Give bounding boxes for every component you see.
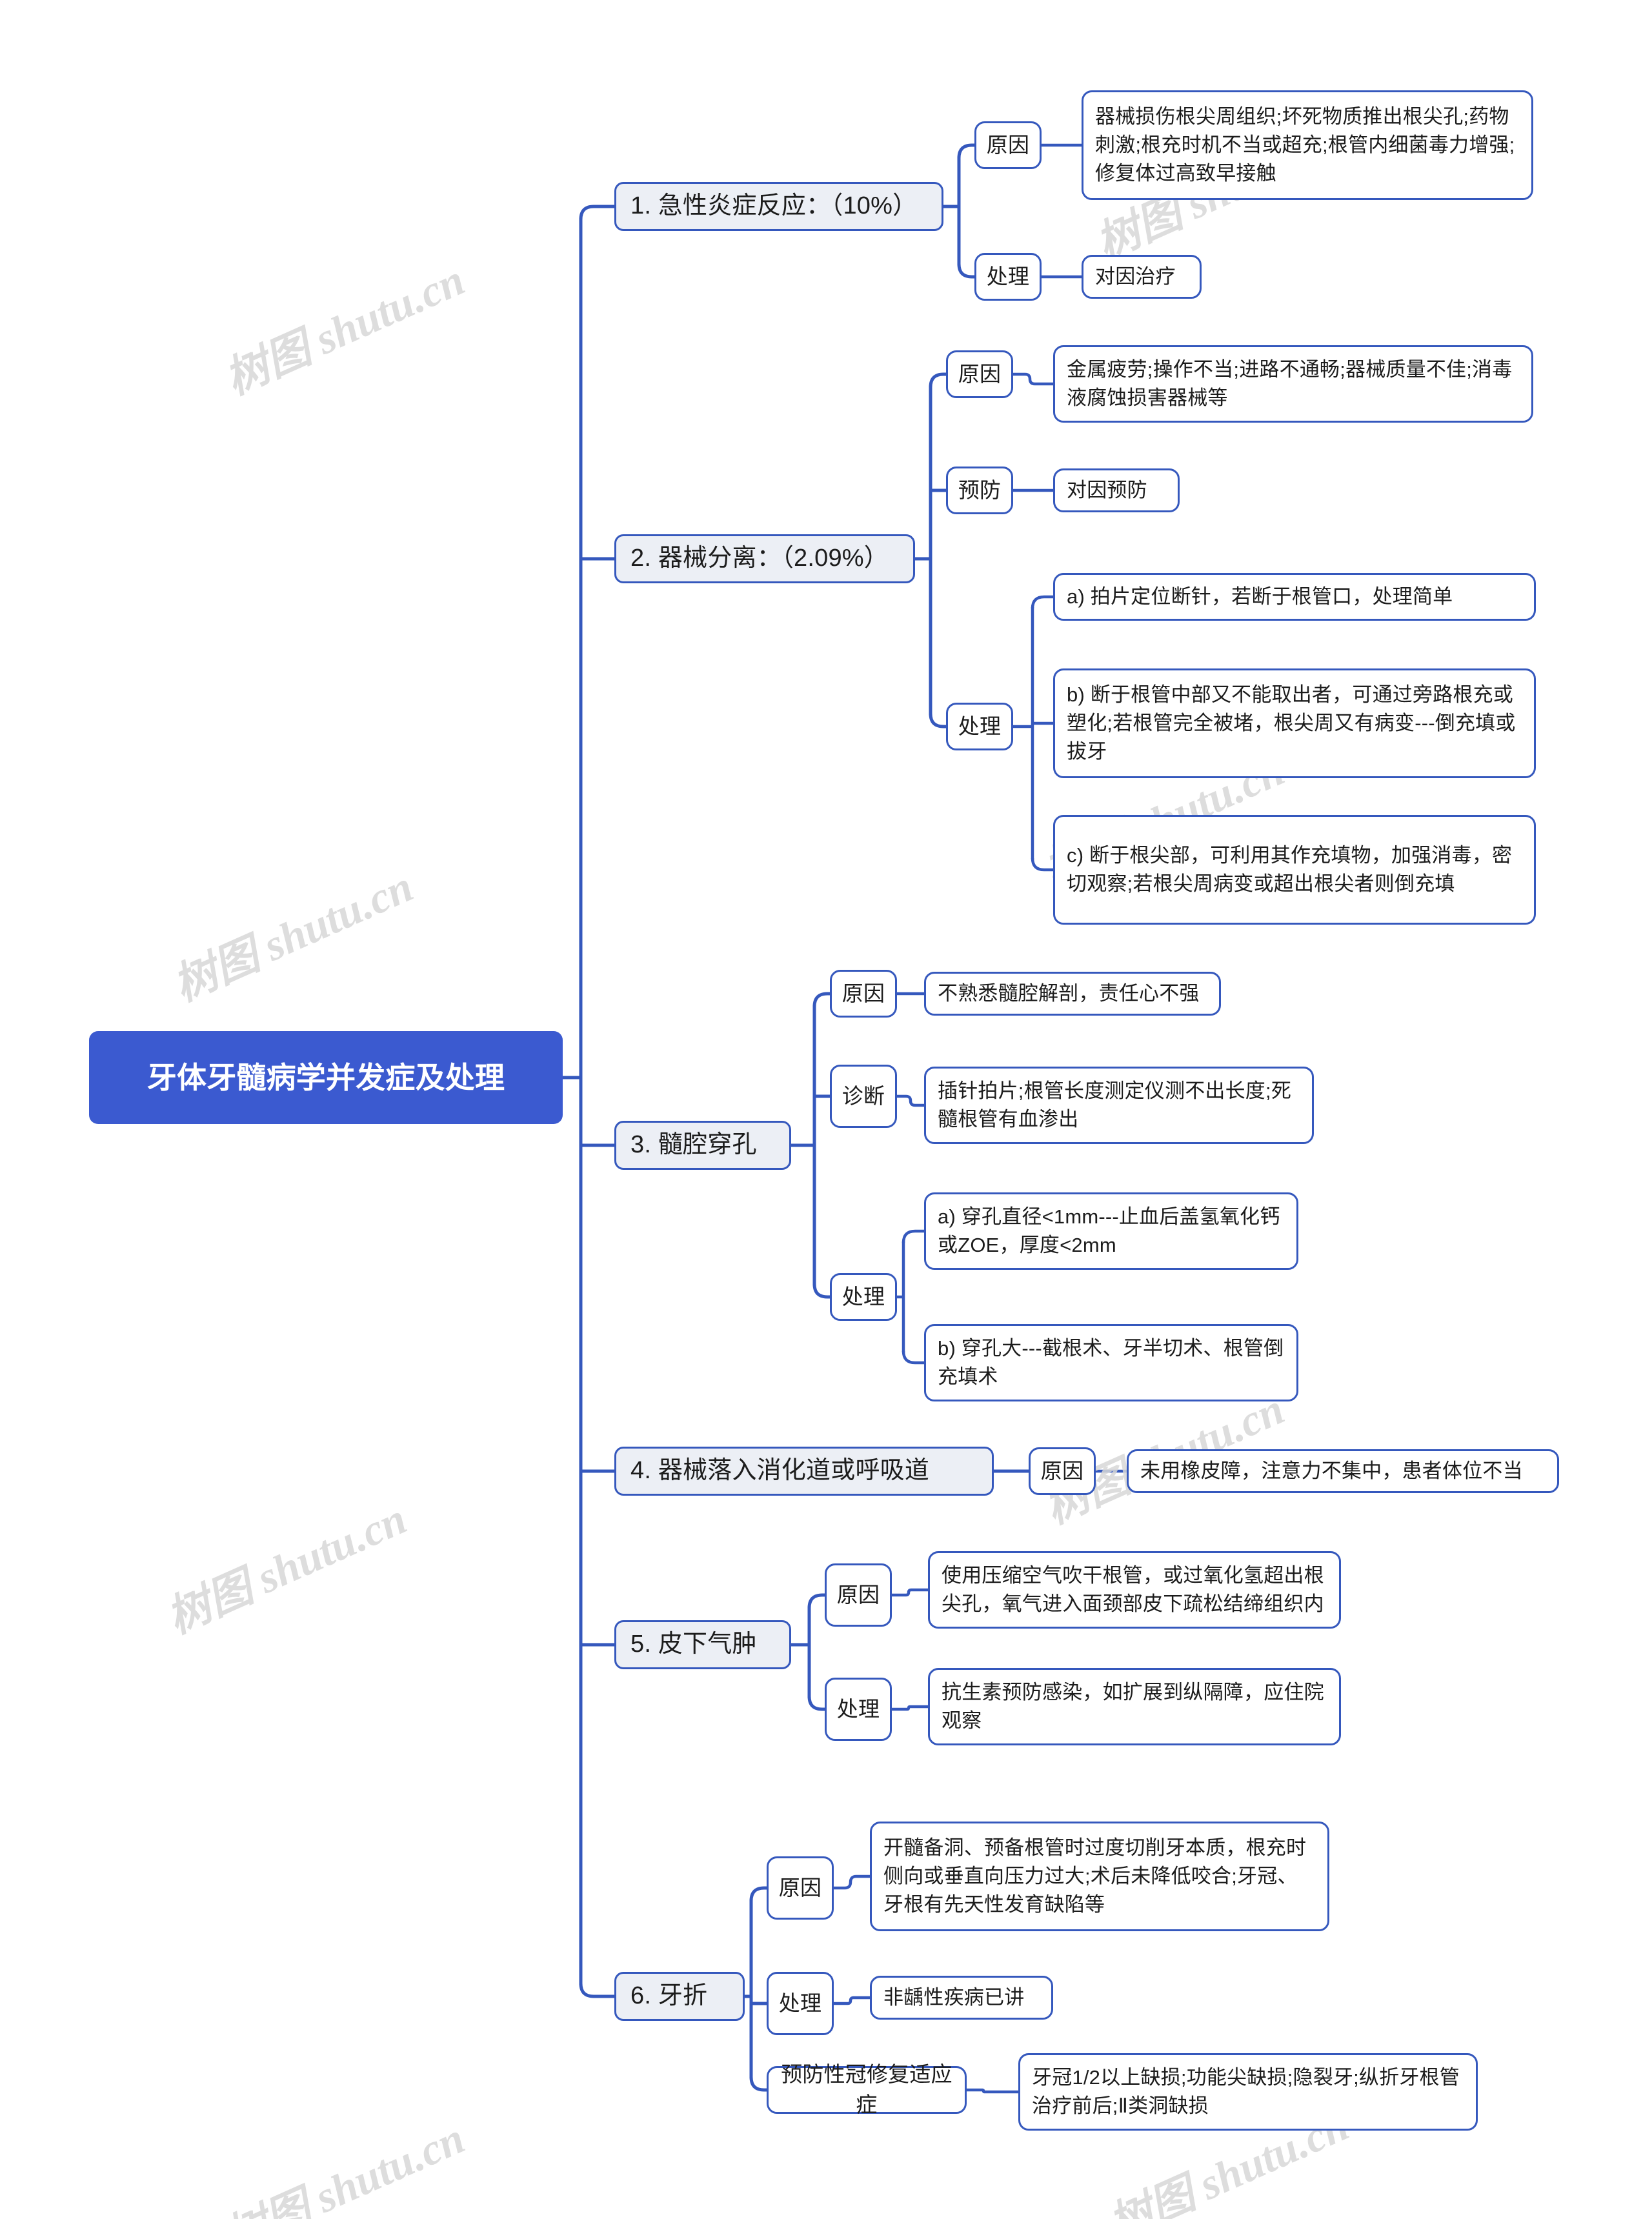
detail-node-label: 插针拍片;根管长度测定仪测不出长度;死髓根管有血渗出: [938, 1079, 1292, 1130]
category-node[interactable]: 原因: [830, 970, 897, 1018]
category-node-label: 原因: [986, 132, 1030, 157]
root-node[interactable]: 牙体牙髓病学并发症及处理: [89, 1031, 563, 1124]
detail-node[interactable]: 未用橡皮障，注意力不集中，患者体位不当: [1127, 1449, 1559, 1493]
branch-node[interactable]: 2. 器械分离：（2.09%）: [614, 534, 915, 583]
detail-node-label: 牙冠1/2以上缺损;功能尖缺损;隐裂牙;纵折牙根管治疗前后;Ⅱ类洞缺损: [1032, 2065, 1460, 2117]
detail-node-label: 开髓备洞、预备根管时过度切削牙本质，根充时侧向或垂直向压力过大;术后未降低咬合;…: [883, 1836, 1307, 1916]
detail-node-label: c) 断于根尖部，可利用其作充填物，加强消毒，密切观察;若根尖周病变或超出根尖者…: [1067, 843, 1513, 895]
detail-node[interactable]: 器械损伤根尖周组织;坏死物质推出根尖孔;药物刺激;根充时机不当或超充;根管内细菌…: [1082, 90, 1533, 200]
detail-node-label: 对因治疗: [1095, 265, 1176, 288]
detail-node-label: 对因预防: [1067, 479, 1147, 501]
detail-node[interactable]: 对因预防: [1053, 468, 1180, 512]
detail-node[interactable]: 开髓备洞、预备根管时过度切削牙本质，根充时侧向或垂直向压力过大;术后未降低咬合;…: [870, 1822, 1329, 1931]
branch-node[interactable]: 1. 急性炎症反应：（10%）: [614, 182, 943, 231]
detail-node[interactable]: 插针拍片;根管长度测定仪测不出长度;死髓根管有血渗出: [924, 1067, 1314, 1144]
detail-node[interactable]: 对因治疗: [1082, 255, 1202, 299]
category-node[interactable]: 处理: [974, 253, 1042, 301]
detail-node-label: 不熟悉髓腔解剖，责任心不强: [938, 982, 1200, 1005]
category-node[interactable]: 处理: [946, 703, 1013, 750]
detail-node[interactable]: 使用压缩空气吹干根管，或过氧化氢超出根尖孔，氧气进入面颈部皮下疏松结缔组织内: [928, 1551, 1341, 1629]
branch-node[interactable]: 4. 器械落入消化道或呼吸道: [614, 1447, 994, 1496]
branch-node-label: 3. 髓腔穿孔: [630, 1131, 757, 1159]
branch-node-label: 2. 器械分离：（2.09%）: [630, 545, 889, 572]
branch-node[interactable]: 5. 皮下气肿: [614, 1620, 791, 1669]
category-node[interactable]: 原因: [825, 1563, 892, 1627]
branch-node-label: 6. 牙折: [630, 1982, 708, 2010]
category-node-label: 原因: [841, 981, 885, 1005]
category-node[interactable]: 原因: [1029, 1447, 1096, 1495]
detail-node-label: b) 穿孔大---截根术、牙半切术、根管倒充填术: [938, 1336, 1284, 1388]
detail-node[interactable]: 牙冠1/2以上缺损;功能尖缺损;隐裂牙;纵折牙根管治疗前后;Ⅱ类洞缺损: [1018, 2053, 1478, 2131]
detail-node-label: a) 穿孔直径<1mm---止血后盖氢氧化钙或ZOE，厚度<2mm: [938, 1205, 1280, 1256]
branch-node-label: 4. 器械落入消化道或呼吸道: [630, 1457, 930, 1485]
category-node[interactable]: 预防性冠修复适应症: [767, 2062, 967, 2116]
root-node-label: 牙体牙髓病学并发症及处理: [146, 1060, 505, 1094]
category-node-label: 预防: [958, 477, 1002, 502]
category-node[interactable]: 处理: [825, 1678, 892, 1741]
category-node[interactable]: 处理: [830, 1273, 897, 1321]
branch-node[interactable]: 3. 髓腔穿孔: [614, 1121, 791, 1170]
detail-node-label: b) 断于根管中部又不能取出者，可通过旁路根充或塑化;若根管完全被堵，根尖周又有…: [1067, 683, 1516, 763]
detail-node[interactable]: 抗生素预防感染，如扩展到纵隔障，应住院观察: [928, 1668, 1341, 1745]
branch-node-label: 5. 皮下气肿: [630, 1631, 757, 1658]
detail-node-label: 金属疲劳;操作不当;进路不通畅;器械质量不佳;消毒液腐蚀损害器械等: [1067, 357, 1513, 409]
detail-node[interactable]: b) 穿孔大---截根术、牙半切术、根管倒充填术: [924, 1324, 1298, 1401]
detail-node-label: 器械损伤根尖周组织;坏死物质推出根尖孔;药物刺激;根充时机不当或超充;根管内细菌…: [1095, 105, 1515, 185]
detail-node[interactable]: c) 断于根尖部，可利用其作充填物，加强消毒，密切观察;若根尖周病变或超出根尖者…: [1053, 815, 1536, 925]
detail-node-label: a) 拍片定位断针，若断于根管口，处理简单: [1067, 585, 1453, 608]
watermark-text: 树图 shutu.cn: [217, 2113, 472, 2219]
category-node-label: 处理: [958, 714, 1002, 738]
detail-node[interactable]: a) 拍片定位断针，若断于根管口，处理简单: [1053, 573, 1536, 621]
category-node-label: 原因: [836, 1582, 880, 1607]
category-node-label: 原因: [778, 1875, 822, 1900]
detail-node[interactable]: 非龋性疾病已讲: [870, 1976, 1053, 2020]
category-node[interactable]: 处理: [767, 1972, 834, 2035]
category-node-label: 处理: [778, 1991, 822, 2015]
watermark-text: 树图 shutu.cn: [159, 1494, 414, 1643]
category-node[interactable]: 预防: [946, 467, 1013, 514]
watermark-text: 树图 shutu.cn: [166, 861, 420, 1010]
branch-node[interactable]: 6. 牙折: [614, 1972, 745, 2021]
category-node[interactable]: 原因: [767, 1856, 834, 1920]
watermark-text: 树图 shutu.cn: [217, 255, 472, 404]
detail-node-label: 使用压缩空气吹干根管，或过氧化氢超出根尖孔，氧气进入面颈部皮下疏松结缔组织内: [942, 1563, 1324, 1615]
category-node-label: 原因: [958, 361, 1002, 386]
category-node-label: 处理: [841, 1284, 885, 1309]
category-node-label: 预防性冠修复适应症: [781, 2062, 952, 2116]
detail-node[interactable]: b) 断于根管中部又不能取出者，可通过旁路根充或塑化;若根管完全被堵，根尖周又有…: [1053, 668, 1536, 778]
detail-node-label: 非龋性疾病已讲: [883, 1986, 1025, 2009]
detail-node[interactable]: 金属疲劳;操作不当;进路不通畅;器械质量不佳;消毒液腐蚀损害器械等: [1053, 345, 1533, 423]
category-node-label: 诊断: [841, 1083, 885, 1108]
category-node-label: 原因: [1040, 1458, 1084, 1483]
detail-node[interactable]: a) 穿孔直径<1mm---止血后盖氢氧化钙或ZOE，厚度<2mm: [924, 1192, 1298, 1270]
detail-node-label: 未用橡皮障，注意力不集中，患者体位不当: [1140, 1460, 1523, 1482]
category-node-label: 处理: [836, 1696, 880, 1721]
category-node-label: 处理: [986, 264, 1030, 288]
category-node[interactable]: 原因: [946, 350, 1013, 398]
branch-node-label: 1. 急性炎症反应：（10%）: [630, 192, 918, 220]
category-node[interactable]: 原因: [974, 121, 1042, 169]
detail-node[interactable]: 不熟悉髓腔解剖，责任心不强: [924, 972, 1221, 1016]
detail-node-label: 抗生素预防感染，如扩展到纵隔障，应住院观察: [942, 1680, 1324, 1732]
category-node[interactable]: 诊断: [830, 1065, 897, 1128]
